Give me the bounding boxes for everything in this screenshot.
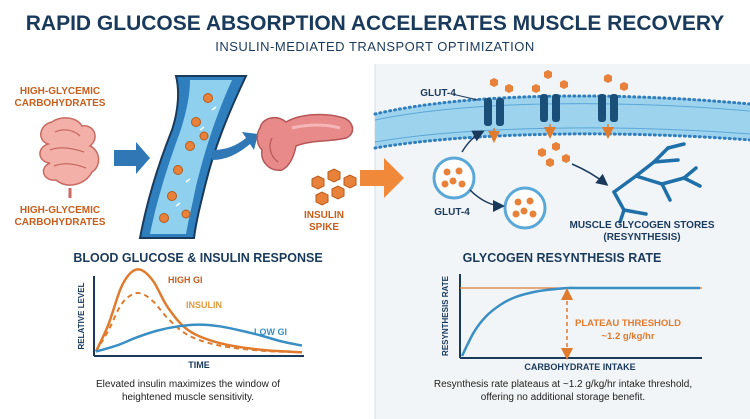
series-high-gi-line bbox=[94, 268, 303, 354]
glucose-particles-icon bbox=[490, 70, 628, 167]
flow-arrow-icon bbox=[212, 132, 258, 160]
right-chart-xlabel: CARBOHYDRATE INTAKE bbox=[524, 362, 635, 372]
vesicle-to-membrane-arrow bbox=[461, 130, 485, 153]
glut4-bottom-label: GLUT-4 bbox=[434, 207, 470, 218]
right-caption-1: Resynthesis rate plateaus at ~1.2 g/kg/h… bbox=[434, 379, 692, 390]
series-insulin-line bbox=[95, 292, 303, 354]
series-label-insulin: INSULIN bbox=[186, 300, 222, 310]
carb-label-bottom-2: CARBOHYDRATES bbox=[15, 217, 106, 228]
left-chart-xlabel: TIME bbox=[188, 360, 210, 370]
intestine-icon bbox=[39, 117, 100, 198]
insulin-spike-label-1: INSULIN bbox=[304, 210, 344, 221]
vesicle-cycle-arrow bbox=[469, 189, 505, 212]
glut4-leader bbox=[451, 93, 479, 101]
glut4-channel-icon bbox=[484, 94, 618, 126]
page-title: RAPID GLUCOSE ABSORPTION ACCELERATES MUS… bbox=[26, 12, 725, 35]
insulin-hexagon-icon bbox=[311, 168, 357, 206]
glut4-top-label: GLUT-4 bbox=[420, 88, 456, 99]
carb-label-top-2: CARBOHYDRATES bbox=[15, 98, 106, 109]
vesicle-icon bbox=[432, 156, 547, 230]
series-label-high-gi: HIGH GI bbox=[168, 275, 203, 285]
header-background bbox=[0, 0, 750, 64]
carb-label-bottom-1: HIGH-GLYCEMIC bbox=[20, 205, 100, 216]
glycogen-branch-icon bbox=[612, 142, 702, 224]
stores-label-2: (RESYNTHESIS) bbox=[603, 232, 680, 243]
transition-arrow-icon bbox=[360, 158, 404, 198]
right-caption-2: offering no additional storage benefit. bbox=[481, 392, 645, 403]
series-low-gi-line bbox=[95, 323, 303, 353]
blood-vessel-icon bbox=[138, 75, 248, 239]
stores-label-1: MUSCLE GLYCOGEN STORES bbox=[569, 220, 714, 231]
pancreas-icon bbox=[256, 113, 354, 171]
glucose-insulin-chart: RELATIVE LEVEL TIME HIGH GI INSULIN LOW … bbox=[77, 268, 304, 370]
left-caption-1: Elevated insulin maximizes the window of bbox=[96, 379, 280, 390]
left-caption-2: heightened muscle sensitivity. bbox=[122, 392, 254, 403]
series-label-low-gi: LOW GI bbox=[254, 327, 287, 337]
right-chart-ylabel: RESYNTHESIS RATE bbox=[441, 275, 450, 356]
resynthesis-curve bbox=[460, 286, 700, 357]
carb-label-top-1: HIGH-GLYCEMIC bbox=[20, 86, 100, 97]
page-subtitle: INSULIN-MEDIATED TRANSPORT OPTIMIZATION bbox=[215, 39, 535, 54]
left-chart-ylabel: RELATIVE LEVEL bbox=[77, 282, 86, 349]
plateau-annotation-2: ~1.2 g/kg/hr bbox=[601, 331, 654, 342]
insulin-spike-label-2: SPIKE bbox=[309, 222, 339, 233]
resynthesis-chart: RESYNTHESIS RATE CARBOHYDRATE INTAKE PLA… bbox=[441, 274, 702, 372]
right-chart-title: GLYCOGEN RESYNTHESIS RATE bbox=[463, 251, 662, 265]
intake-arrow-icon bbox=[114, 142, 150, 174]
plateau-annotation-1: PLATEAU THRESHOLD bbox=[575, 318, 681, 329]
left-chart-title: BLOOD GLUCOSE & INSULIN RESPONSE bbox=[73, 251, 322, 265]
glucose-to-stores-arrow bbox=[571, 163, 609, 186]
